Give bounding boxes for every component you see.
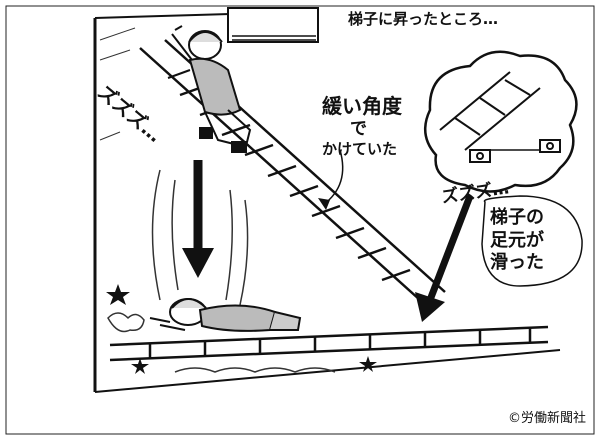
- motion-lines: [151, 169, 249, 306]
- slipped-bubble: [481, 195, 583, 287]
- slip-arrow: [415, 194, 474, 322]
- angle-pointer-head: [318, 198, 330, 210]
- copyright-notice: ©労働新聞社: [507, 411, 586, 426]
- caption-slipped-line1: 梯子の: [490, 207, 544, 228]
- caption-top: 梯子に昇ったところ…: [348, 10, 499, 28]
- building-wall: [93, 7, 319, 392]
- fallen-ladder: [109, 325, 549, 362]
- zoom-ladder-detail: [439, 71, 561, 163]
- caption-slipped-line2: 足元が: [490, 229, 544, 251]
- caption-gentle-angle: 緩い角度 で かけていた: [322, 94, 402, 159]
- dust-cloud: [107, 312, 336, 373]
- slanted-ladder: [139, 39, 446, 301]
- window: [227, 7, 319, 43]
- caption-slipped-line3: 滑った: [490, 252, 544, 273]
- fall-arrow: [182, 160, 214, 278]
- panel-frame: [5, 5, 595, 435]
- impact-stars: [106, 284, 377, 374]
- caption-foot-slipped: 梯子の 足元が 滑った: [490, 207, 544, 275]
- caption-angle-line1: 緩い角度: [322, 94, 402, 118]
- caption-angle-line3: かけていた: [322, 140, 398, 159]
- caption-angle-line2: で: [350, 119, 367, 139]
- worker-climbing: [167, 25, 252, 153]
- fallen-worker: [149, 298, 302, 332]
- ground-line: [94, 349, 561, 393]
